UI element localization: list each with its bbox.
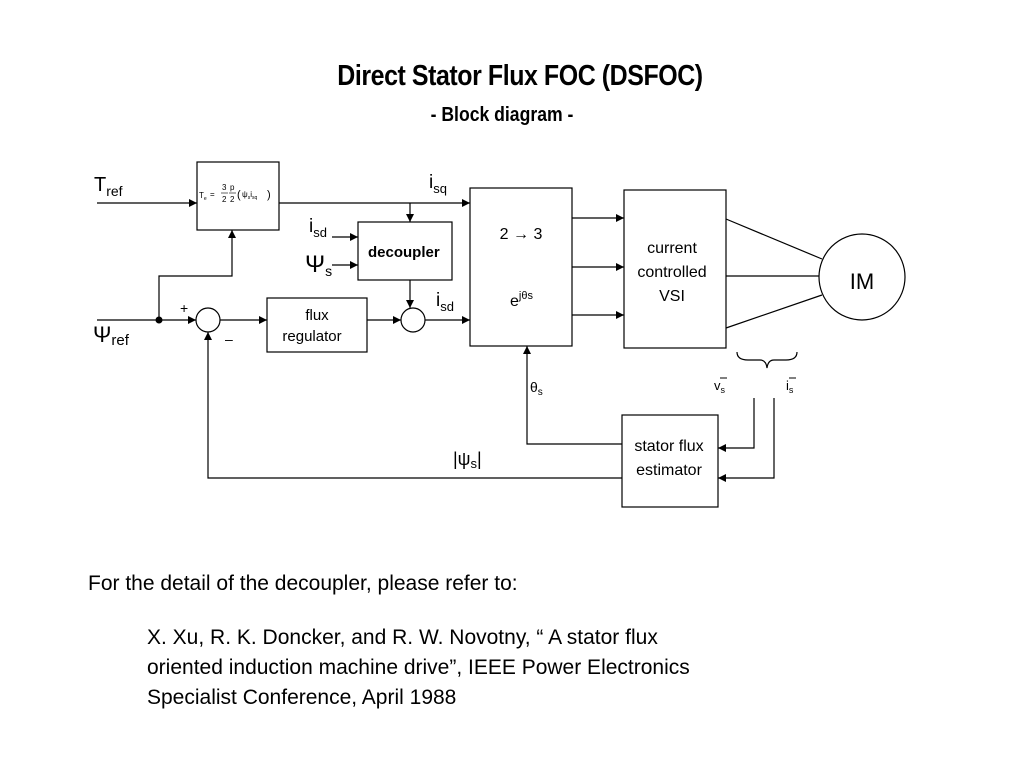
svg-text:p: p (230, 183, 235, 192)
vsi-block (623, 189, 727, 349)
is-label-group: is (786, 377, 796, 395)
psiref-branch-line (158, 230, 236, 320)
psiref-label: Ψ (93, 322, 111, 347)
svg-text:vs: vs (714, 378, 726, 395)
tref-subscript: ref (106, 183, 122, 199)
svg-text:): ) (267, 189, 271, 201)
svg-text:is: is (786, 378, 794, 395)
psis-input-label: Ψ (305, 251, 325, 278)
torque-equation: Te = 3 2 p 2 ( ψsisq ) (199, 183, 271, 204)
motor-line-a (725, 218, 823, 260)
psimag-label: |ψ (453, 449, 471, 469)
torque-equation-block (196, 161, 280, 231)
citation-line-1: X. Xu, R. K. Doncker, and R. W. Novotny,… (147, 626, 658, 649)
tref-label: T (94, 174, 106, 196)
svg-text:Tref: Tref (94, 174, 123, 199)
svg-text:Ψref: Ψref (93, 322, 130, 349)
svg-text:2: 2 (230, 195, 235, 204)
theta-label: θ (530, 379, 538, 395)
svg-text:isd: isd (436, 290, 454, 314)
svg-text:ψsisq: ψsisq (242, 190, 257, 201)
reference-citation: X. Xu, R. K. Doncker, and R. W. Novotny,… (147, 623, 847, 713)
psimag-subscript: s (471, 456, 478, 471)
svg-text:ejθs: ejθs (510, 290, 533, 310)
decoupler-block (357, 221, 453, 281)
slide-subtitle: - Block diagram - (430, 104, 574, 126)
isd-input-label: i (309, 216, 313, 237)
isq-subscript: sq (433, 181, 447, 196)
vsi-line2: controlled (637, 264, 706, 281)
citation-line-2: oriented induction machine drive”, IEEE … (147, 656, 690, 679)
minus-sign: – (225, 331, 233, 347)
isd-output-subscript: sd (440, 299, 454, 314)
is-subscript: s (789, 385, 794, 395)
svg-text:|ψs|: |ψs| (453, 449, 482, 471)
slide-title: Direct Stator Flux FOC (DSFOC) (337, 60, 703, 92)
flux-regulator-line1: flux (305, 307, 329, 324)
svg-text:isq: isq (429, 172, 447, 196)
isq-label: i (429, 172, 433, 193)
measurement-brace (736, 351, 798, 369)
transform-exp-base: e (510, 293, 519, 310)
decoupler-summing-junction (400, 307, 426, 333)
branch-node (155, 316, 163, 324)
vs-subscript: s (721, 385, 726, 395)
vs-label: v (714, 378, 721, 393)
vsi-line1: current (647, 240, 697, 257)
induction-motor (818, 233, 906, 321)
psimag-feedback-line (204, 332, 622, 479)
theta-feedback-line (523, 346, 622, 445)
flux-summing-junction (195, 307, 221, 333)
psiref-subscript: ref (111, 332, 129, 349)
vs-label-group: vs (714, 377, 727, 395)
is-feedback-line (718, 398, 775, 482)
theta-subscript: s (538, 387, 543, 398)
transform-exp-sup: jθs (518, 290, 534, 302)
svg-text:θs: θs (530, 379, 543, 398)
transform-label: 2 → 3 (500, 226, 543, 243)
estimator-line1: stator flux (634, 438, 703, 455)
psis-input-subscript: s (325, 263, 332, 279)
flux-regulator-line2: regulator (282, 328, 341, 345)
svg-text:Te: Te (199, 191, 207, 202)
svg-text:isd: isd (309, 216, 327, 240)
motor-line-c (725, 294, 823, 329)
svg-text:(: ( (237, 189, 241, 201)
motor-label: IM (850, 269, 874, 294)
vs-feedback-line (718, 398, 755, 452)
plus-sign: + (180, 300, 188, 316)
isd-input-subscript: sd (313, 225, 327, 240)
flux-regulator-block (266, 297, 368, 353)
estimator-block (621, 414, 719, 508)
transform-block (469, 187, 573, 347)
svg-text:2: 2 (222, 195, 227, 204)
vsi-line3: VSI (659, 288, 685, 305)
psimag-close: | (477, 449, 482, 469)
svg-text:3: 3 (222, 183, 227, 192)
svg-text:=: = (210, 190, 215, 199)
svg-text:Ψs: Ψs (305, 251, 332, 279)
is-label: i (786, 378, 789, 393)
citation-line-3: Specialist Conference, April 1988 (147, 686, 457, 709)
estimator-line2: estimator (636, 462, 702, 479)
reference-intro: For the detail of the decoupler, please … (88, 572, 518, 595)
isd-output-label: i (436, 290, 440, 311)
decoupler-label: decoupler (368, 244, 440, 261)
